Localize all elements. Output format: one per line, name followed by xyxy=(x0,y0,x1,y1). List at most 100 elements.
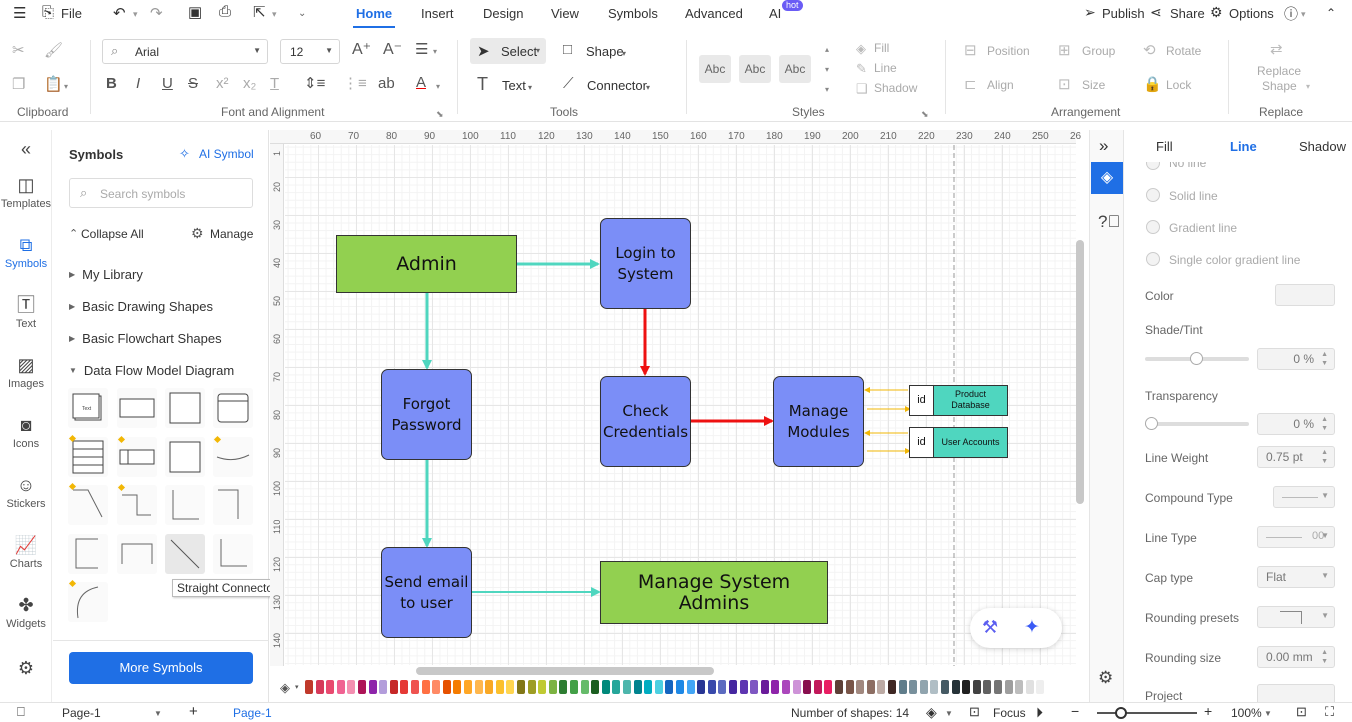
color-swatch[interactable] xyxy=(1036,680,1045,694)
symbol-corner-connector[interactable] xyxy=(165,485,205,525)
symbol-angled-connector[interactable] xyxy=(68,485,108,525)
color-swatch[interactable] xyxy=(623,680,631,694)
help-icon[interactable]: ⓘ xyxy=(1284,6,1298,22)
publish-button[interactable]: Publish xyxy=(1102,6,1145,21)
zoom-level[interactable]: 100% xyxy=(1231,706,1262,720)
shape-tool[interactable]: Shape xyxy=(586,44,624,59)
line-button[interactable]: Line xyxy=(874,61,897,75)
focus-icon[interactable]: ⊡ xyxy=(969,704,980,719)
save-icon[interactable]: ▣ xyxy=(188,4,203,21)
underline-icon[interactable]: U xyxy=(162,75,173,92)
color-swatch[interactable] xyxy=(866,680,875,694)
color-swatch[interactable] xyxy=(379,680,388,694)
tree-my-library[interactable]: ▶My Library xyxy=(69,267,143,282)
increase-font-icon[interactable]: A⁺ xyxy=(352,41,372,58)
search-symbols-input[interactable]: ⌕ Search symbols xyxy=(69,178,253,208)
radio-solid-line[interactable] xyxy=(1146,188,1160,202)
color-swatch[interactable] xyxy=(358,680,366,694)
stepper-icon[interactable]: ▲▼ xyxy=(1321,351,1328,367)
manage-button[interactable]: Manage xyxy=(210,227,254,241)
color-swatch[interactable] xyxy=(803,680,812,694)
color-swatch[interactable] xyxy=(750,680,759,694)
color-swatch[interactable] xyxy=(315,680,324,694)
color-swatch[interactable] xyxy=(972,680,981,694)
color-swatch[interactable] xyxy=(707,680,716,694)
format-painter-icon[interactable]: 🖌 xyxy=(44,42,64,59)
color-swatch[interactable] xyxy=(601,680,610,694)
zoom-slider-thumb[interactable] xyxy=(1115,707,1127,719)
color-swatch[interactable] xyxy=(782,680,790,694)
layers-icon[interactable]: ◈ xyxy=(926,704,937,720)
color-swatch[interactable] xyxy=(527,680,536,694)
replace-shape-label-1[interactable]: Replace xyxy=(1257,64,1302,78)
symbol-bracket-connector[interactable] xyxy=(68,534,108,574)
color-swatch[interactable] xyxy=(411,680,419,694)
styles-launcher-icon[interactable]: ⬊ xyxy=(921,109,929,119)
options-button[interactable]: Options xyxy=(1229,6,1274,21)
color-swatch[interactable] xyxy=(580,680,589,694)
page-tab-active[interactable]: Page-1 xyxy=(233,706,272,720)
fullscreen-icon[interactable]: ⛶ xyxy=(1325,704,1335,719)
project-select[interactable] xyxy=(1257,684,1335,702)
symbol-u-connector[interactable] xyxy=(117,534,157,574)
symbol-rectangle[interactable] xyxy=(117,388,157,428)
rail-settings[interactable]: ⚙ xyxy=(0,658,52,681)
color-swatch[interactable] xyxy=(760,680,769,694)
shape-square-icon[interactable]: □ xyxy=(563,41,573,58)
symbol-l-connector[interactable] xyxy=(213,534,253,574)
decrease-font-icon[interactable]: A⁻ xyxy=(383,41,403,58)
shade-input[interactable]: 0 %▲▼ xyxy=(1257,348,1335,370)
file-menu[interactable]: File xyxy=(61,6,82,21)
symbol-straight-connector[interactable] xyxy=(165,534,205,574)
size-button[interactable]: Size xyxy=(1082,78,1106,92)
text-style-icon[interactable]: ab xyxy=(378,75,395,92)
palette-dropdown-icon[interactable]: ▾ xyxy=(295,684,299,691)
symbol-square-2[interactable] xyxy=(165,437,205,477)
rail-charts[interactable]: 📈Charts xyxy=(0,535,52,570)
zoom-dropdown-icon[interactable]: ▼ xyxy=(1264,709,1272,718)
horizontal-scrollbar[interactable] xyxy=(416,667,714,675)
page-select[interactable]: Page-1 xyxy=(62,706,101,720)
text-case-icon[interactable]: T̲ xyxy=(270,75,280,92)
color-swatch[interactable] xyxy=(951,680,960,694)
style-panel-button[interactable]: ◈ xyxy=(1091,162,1123,194)
radio-gradient-line[interactable] xyxy=(1146,220,1160,234)
color-swatch[interactable] xyxy=(453,680,462,694)
compound-type-select[interactable]: ▼ xyxy=(1273,486,1335,508)
ai-sparkle-icon[interactable]: ✦ xyxy=(1024,617,1040,638)
paste-dropdown-icon[interactable]: ▾ xyxy=(64,82,69,91)
color-swatch[interactable] xyxy=(570,680,578,694)
tab-line[interactable]: Line xyxy=(1230,139,1257,154)
entity-admin[interactable]: Admin xyxy=(336,235,517,293)
color-swatch[interactable] xyxy=(474,680,483,694)
color-swatch[interactable] xyxy=(941,680,949,694)
help-dropdown-icon[interactable]: ▾ xyxy=(1301,9,1306,19)
font-color-icon[interactable]: A xyxy=(416,74,427,91)
lock-button[interactable]: Lock xyxy=(1166,78,1192,92)
quick-access-dropdown-icon[interactable]: ⌄ xyxy=(298,8,307,19)
color-swatch[interactable] xyxy=(888,680,896,694)
color-swatch[interactable] xyxy=(930,680,939,694)
color-swatch[interactable] xyxy=(464,680,472,694)
symbol-external-entity[interactable]: Text xyxy=(68,388,108,428)
rail-stickers[interactable]: ☺Stickers xyxy=(0,475,52,510)
share-button[interactable]: Share xyxy=(1170,6,1205,21)
color-swatch[interactable] xyxy=(1015,680,1024,694)
zoom-slider-track[interactable] xyxy=(1097,712,1197,714)
color-swatch[interactable] xyxy=(591,680,600,694)
font-settings-launcher-icon[interactable]: ⬊ xyxy=(436,109,444,119)
connector-dropdown-icon[interactable]: ▾ xyxy=(646,83,651,92)
align-icon[interactable]: ☰ xyxy=(415,41,429,58)
color-swatch[interactable] xyxy=(697,680,706,694)
add-page-icon[interactable]: + xyxy=(189,703,198,720)
color-swatch[interactable] xyxy=(368,680,377,694)
line-type-select[interactable]: 00▼ xyxy=(1257,526,1335,548)
symbol-curve-connector[interactable] xyxy=(213,437,253,477)
color-swatch[interactable] xyxy=(442,680,451,694)
color-swatch[interactable] xyxy=(305,680,313,694)
rotate-button[interactable]: Rotate xyxy=(1166,44,1202,58)
color-swatch[interactable] xyxy=(389,680,398,694)
